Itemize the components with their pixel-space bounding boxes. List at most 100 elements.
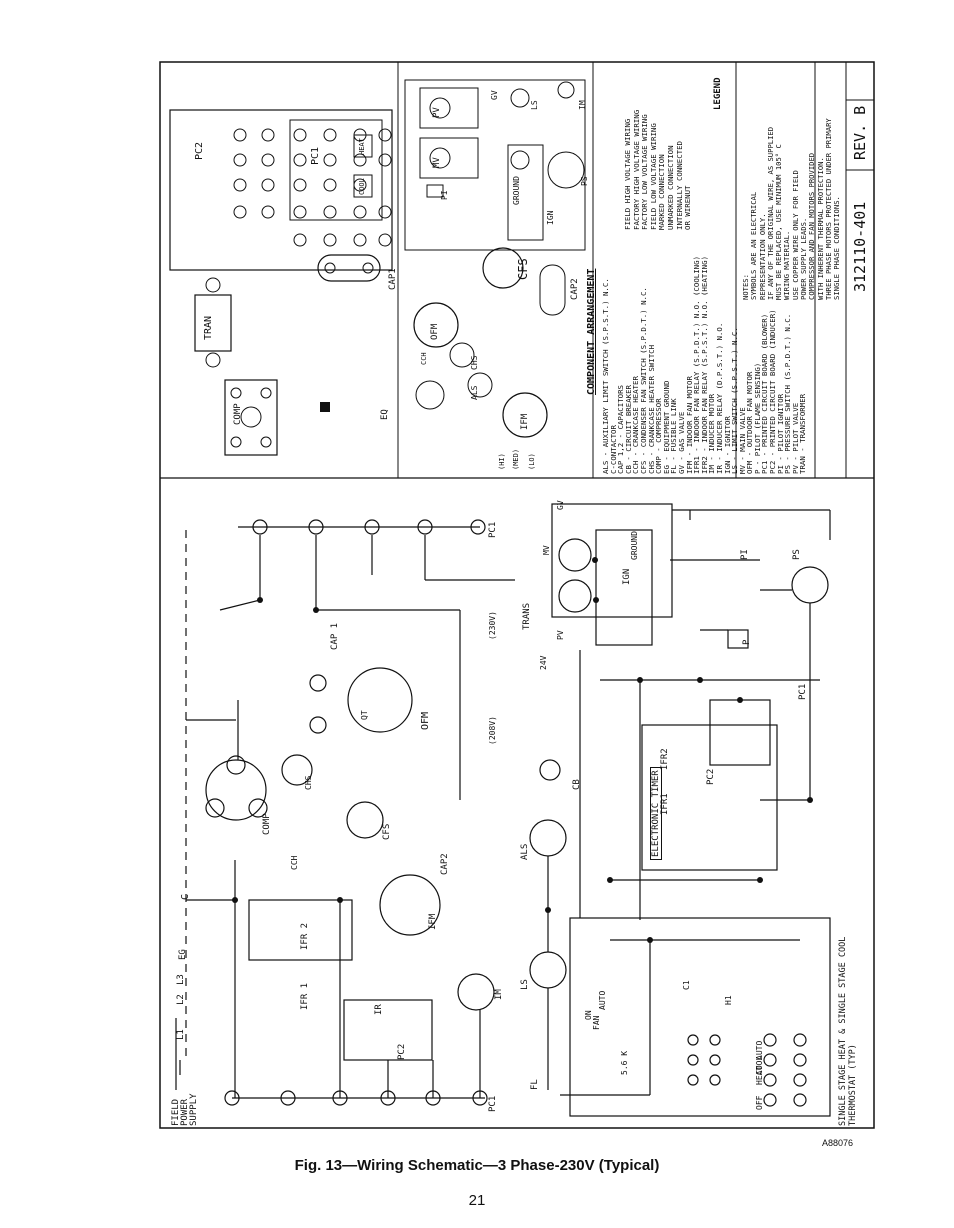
junction-dots <box>232 557 813 943</box>
schematic-label: IM <box>494 989 504 1000</box>
schematic-label: ALS <box>520 843 530 860</box>
schematic-label: PC1 <box>488 1095 498 1112</box>
note-line: SINGLE PHASE CONDITIONS. <box>832 196 842 300</box>
cfs-symbol <box>482 247 524 289</box>
part-number: 312110-401 <box>851 201 869 292</box>
schematic-label: H1 <box>724 995 733 1005</box>
schematic-label: PC1 <box>310 146 321 165</box>
schematic-label: CCH <box>420 352 428 365</box>
schematic-label: CCH <box>290 855 299 870</box>
schematic-label: (230V) <box>488 611 497 640</box>
schematic-label: EQ <box>380 409 390 420</box>
schematic-label: OFF <box>755 1095 764 1110</box>
schematic-label: IGN <box>546 210 555 225</box>
schematic-label: EG <box>178 949 188 960</box>
schematic-label: HEAT <box>358 138 366 155</box>
schematic-label: IM <box>578 100 587 110</box>
schematic-label: OFM <box>420 711 431 730</box>
schematic-label: PV <box>432 107 442 118</box>
figure-caption: Fig. 13—Wiring Schematic—3 Phase-230V (T… <box>294 1157 660 1174</box>
schematic-label: TRANS <box>522 602 532 630</box>
schematic-label: FAN <box>592 1015 601 1030</box>
schematic-label: COMP <box>233 403 243 425</box>
schematic-label: CAP2 <box>440 853 450 875</box>
schematic-label: AUTO <box>755 1040 764 1060</box>
pc-board-outline <box>169 109 393 271</box>
schematic-label: 5.6 K <box>620 1050 629 1075</box>
schematic-label: PC2 <box>194 141 205 160</box>
schematic-label: GV <box>556 500 565 510</box>
schematic-label: PC1 <box>488 521 498 538</box>
schematic-label: GROUND <box>630 531 639 560</box>
schematic-wiring <box>175 503 831 1117</box>
schematic-label: ON <box>584 1010 593 1020</box>
schematic-label: CHS <box>470 355 479 370</box>
schematic-label: FL <box>530 1079 540 1090</box>
schematic-label: GV <box>490 90 499 100</box>
schematic-label: QT <box>360 710 369 720</box>
schematic-label: PI <box>440 190 449 200</box>
schematic-label: CFS <box>516 258 530 280</box>
schematic-label: PC2 <box>397 1043 407 1060</box>
contactor-symbol <box>224 379 278 456</box>
transformer-symbol <box>194 294 232 352</box>
schematic-label: CAP 1 <box>330 622 340 650</box>
schematic-label: IFR 2 <box>300 922 310 950</box>
abbreviation-entry: ALS - AUXILIARY LIMIT SWITCH (S.P.S.T.) … <box>601 278 610 474</box>
schematic-label: IFR1 <box>660 793 670 815</box>
schematic-label: TRAN <box>203 315 214 340</box>
schematic-label: L1 <box>176 1029 186 1040</box>
schematic-label: IR <box>374 1004 384 1015</box>
ifm-symbol <box>502 392 548 438</box>
revision: REV. B <box>851 105 869 160</box>
drawing-frame <box>159 61 875 1129</box>
legend-title: LEGEND <box>713 77 723 110</box>
schematic-label: HEAT <box>755 1065 764 1085</box>
schematic-label: CFS <box>382 823 392 840</box>
component-arrangement-title: COMPONENT ARRANGEMENT <box>586 268 597 395</box>
schematic-label: IFM <box>428 913 438 930</box>
schematic-label: L3 <box>176 974 186 985</box>
schematic-label: PC1 <box>798 683 808 700</box>
schematic-label: PI <box>740 549 750 560</box>
schematic-label: CHS <box>304 775 313 790</box>
ofm-symbol <box>413 302 459 348</box>
abbreviation-entry: IR - INDUCER RELAY (D.P.S.T.) N.O. <box>714 322 724 474</box>
schematic-label: OFM <box>430 323 440 340</box>
schematic-label: CAP2 <box>570 278 580 300</box>
schematic-label: LS <box>530 100 539 110</box>
schematic-label: PS <box>580 176 589 186</box>
field-power-supply-label: FIELD POWER SUPPLY <box>171 1093 199 1126</box>
schematic-label: LS <box>520 979 530 990</box>
schematic-label: PS <box>792 549 802 560</box>
schematic-label: C1 <box>682 980 691 990</box>
schematic-label: (208V) <box>488 716 497 745</box>
schematic-label: P <box>742 639 752 645</box>
schematic-label: (HI) <box>498 453 506 470</box>
schematic-label: IFM <box>520 413 530 430</box>
schematic-label: IFR2 <box>660 748 670 770</box>
schematic-label: IGN <box>622 568 632 585</box>
schematic-label: PC2 <box>706 768 716 785</box>
schematic-label: CAP1 <box>388 268 398 290</box>
schematic-label: GROUND <box>512 176 521 205</box>
schematic-label: MV <box>542 545 551 555</box>
schematic-label: COMP <box>262 813 272 835</box>
schematic-label: L2 <box>176 994 186 1005</box>
pc2-terminal-array <box>233 128 392 247</box>
schematic-label: MV <box>432 157 442 168</box>
schematic-label: C <box>180 893 191 900</box>
figure-number: A88076 <box>822 1138 854 1148</box>
cap1-symbol <box>317 254 381 282</box>
schematic-label: COOL <box>358 178 366 195</box>
page-number: 21 <box>468 1192 486 1209</box>
legend-entry: OR WIRENUT <box>683 185 693 231</box>
schematic-label: CB <box>572 779 582 790</box>
schematic-label: (LO) <box>528 453 536 470</box>
schematic-label: (MED) <box>512 448 520 470</box>
schematic-label: IFR 1 <box>300 982 310 1010</box>
